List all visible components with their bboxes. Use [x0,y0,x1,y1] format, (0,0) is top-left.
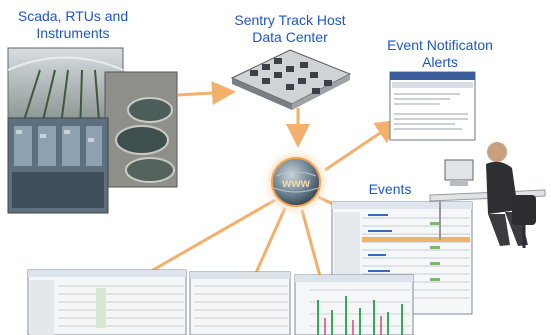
alerts-label-line1: Event Notificaton [387,37,493,53]
host-label-line1: Sentry Track Host [234,12,346,28]
arrow-hub-to-alerts [324,119,400,172]
scada-label-line2: Instruments [36,25,110,41]
report-screenshots [27,269,414,335]
scada-label-line1: Scada, RTUs and [17,8,129,24]
arrow-scada-to-host [177,81,236,106]
host-label: Sentry Track Host Data Center [210,12,370,46]
person-at-desk-icon [429,142,546,248]
events-label: Events [368,181,412,197]
alerts-label: Event Notificaton Alerts [365,37,515,71]
alerts-label-line2: Alerts [422,54,458,70]
report-screenshot-2 [189,271,291,335]
host-label-line2: Data Center [252,29,328,45]
report-screenshot-1 [27,269,187,335]
hub-text: www [281,176,311,190]
scada-label: Scada, RTUs and Instruments [8,8,138,42]
industrial-site-photo-collage [7,47,178,214]
www-hub: www [260,146,332,218]
email-window-icon [389,71,476,141]
server-room-icon [230,49,352,110]
report-screenshot-3 [294,274,414,335]
